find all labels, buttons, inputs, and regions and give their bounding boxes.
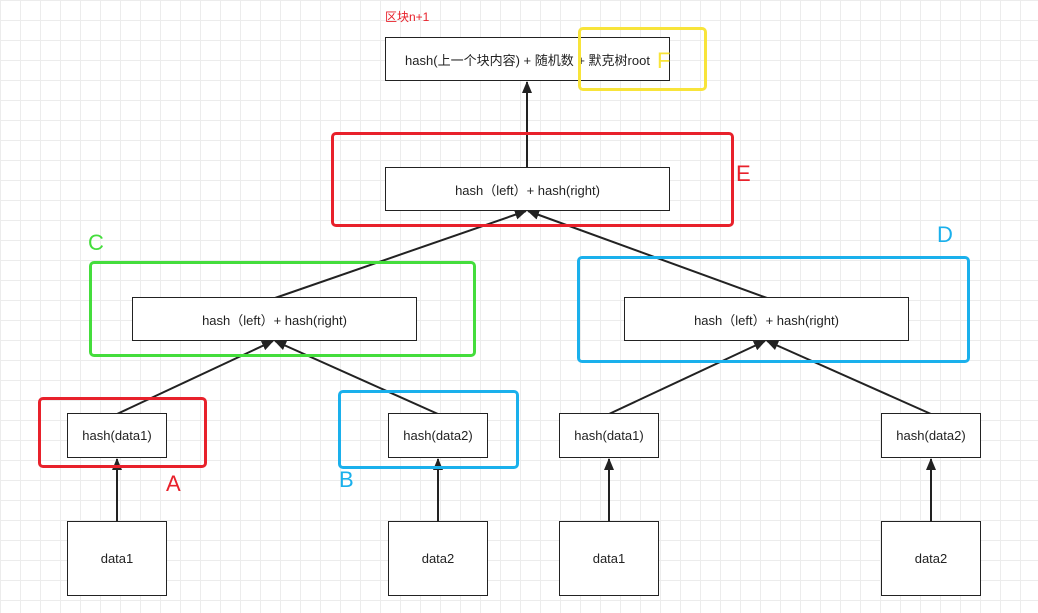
highlight-a-letter: A: [166, 471, 181, 496]
right-inner-label: hash（left）+ hash(right): [694, 312, 839, 328]
highlight-c-letter: C: [88, 230, 104, 255]
data-label-1: data1: [100, 551, 134, 566]
arrow-hash-data1-to-left-inner: [116, 340, 274, 415]
data-node-1: data1: [67, 521, 167, 596]
data-label-4: data2: [914, 551, 948, 566]
highlight-f-letter: F: [657, 48, 671, 73]
data-node-3: data1: [559, 521, 659, 596]
block-header-node: hash(上一个块内容) + 随机数 + 默克树root: [385, 37, 670, 81]
arrow-hash-data2-to-left-inner: [274, 340, 439, 415]
highlight-e-letter: E: [736, 161, 751, 186]
arrow-right-inner-to-root: [527, 210, 768, 299]
leaf-hash-node-3: hash(data1): [559, 413, 659, 458]
right-inner-node: hash（left）+ hash(right): [624, 297, 909, 341]
merkle-root-node: hash（left）+ hash(right): [385, 167, 670, 211]
block-header-label: hash(上一个块内容) + 随机数 + 默克树root: [405, 52, 650, 68]
data-label-2: data2: [421, 551, 455, 566]
arrow-left-inner-to-root: [274, 209, 527, 299]
leaf-hash-label-3: hash(data1): [574, 428, 644, 443]
left-inner-label: hash（left）+ hash(right): [202, 312, 347, 328]
left-inner-node: hash（left）+ hash(right): [132, 297, 417, 341]
merkle-root-label: hash（left）+ hash(right): [455, 182, 600, 198]
leaf-hash-node-4: hash(data2): [881, 413, 981, 458]
data-node-4: data2: [881, 521, 981, 596]
arrow-hash-data2-to-right-inner: [766, 340, 932, 415]
leaf-hash-label-1: hash(data1): [82, 428, 152, 443]
arrow-hash-data1-to-right-inner: [608, 340, 766, 415]
data-label-3: data1: [592, 551, 626, 566]
leaf-hash-label-4: hash(data2): [896, 428, 966, 443]
highlight-b-letter: B: [339, 467, 354, 492]
leaf-hash-node-1: hash(data1): [67, 413, 167, 458]
leaf-hash-node-2: hash(data2): [388, 413, 488, 458]
highlight-d-letter: D: [937, 222, 953, 247]
block-label: 区块n+1: [385, 10, 430, 24]
leaf-hash-label-2: hash(data2): [403, 428, 473, 443]
data-node-2: data2: [388, 521, 488, 596]
